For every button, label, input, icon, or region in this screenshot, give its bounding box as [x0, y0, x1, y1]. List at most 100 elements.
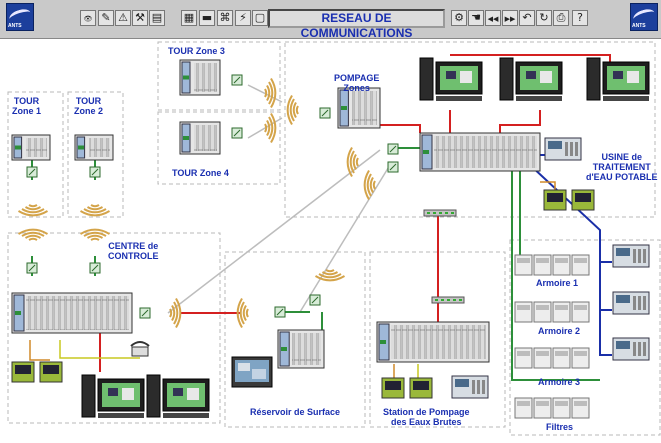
page-title: RESEAU DE COMMUNICATIONS	[268, 9, 445, 40]
view-eye-icon: 👁	[83, 15, 93, 23]
label-armoire-3: Armoire 3	[538, 377, 581, 387]
ethernet-hub-top	[423, 209, 457, 217]
antenna-tour-2	[79, 204, 111, 217]
help-button[interactable]: ?	[572, 10, 588, 26]
logo-text: ANTS	[632, 23, 646, 29]
hmi-screen-reservoir	[231, 356, 273, 388]
frame-icon: ▢	[254, 11, 266, 24]
scada-pc-2	[499, 57, 563, 101]
antenna-usine-2	[363, 169, 376, 201]
label-reservoir-surface: Réservoir de Surface	[250, 407, 341, 417]
operator-panel-station	[451, 375, 489, 399]
operator-pc-1	[81, 374, 145, 418]
antenna-centre-1	[17, 228, 49, 241]
plc-tour-zone-3	[179, 59, 221, 96]
label-armoire-2: Armoire 2	[538, 326, 581, 336]
print-icon: ⎙	[556, 11, 566, 24]
operator-pc-2	[146, 374, 210, 418]
company-logo-right: ANTS	[630, 3, 658, 31]
antenna-tour-4	[264, 112, 277, 144]
armoire-2-cabinets	[514, 301, 590, 323]
trend-chart-button[interactable]: ▦	[181, 10, 197, 26]
frame-button[interactable]: ▢	[252, 10, 268, 26]
alarm-warning-icon: ⚠	[118, 11, 128, 24]
operator-panel-armoire-1	[612, 244, 650, 268]
antenna-centre-link	[169, 297, 182, 329]
label-armoire-1: Armoire 1	[536, 278, 579, 288]
filtres-cabinets	[514, 397, 590, 419]
refresh-button[interactable]: ↻	[536, 10, 552, 26]
help-icon: ?	[577, 11, 583, 24]
tools-button[interactable]: ⚒	[132, 10, 148, 26]
antenna-centre-2	[79, 228, 111, 241]
radio-modem-9	[387, 161, 399, 173]
serial-cables	[29, 181, 556, 378]
network-diagram-svg	[7, 41, 661, 436]
gauge-bar-icon: ▬	[201, 11, 213, 24]
zone-boxes	[7, 41, 661, 436]
operator-panel-armoire-3	[612, 337, 650, 361]
io-block-usine-1	[543, 189, 567, 211]
alarm-warning-button[interactable]: ⚠	[115, 10, 131, 26]
return-icon: ↶	[522, 11, 532, 24]
radio-modem-10	[139, 307, 151, 319]
rewind-button[interactable]: ◀◀	[485, 10, 501, 26]
gauge-bar-button[interactable]: ▬	[199, 10, 215, 26]
plc-centre-controle	[11, 292, 133, 334]
io-block-usine-2	[571, 189, 595, 211]
radio-modem-11	[274, 306, 286, 318]
label-filtres: Filtres	[546, 422, 574, 432]
refresh-icon: ↻	[539, 11, 549, 24]
io-block-centre-1	[11, 361, 35, 383]
radio-modem-1	[26, 166, 38, 178]
plc-reservoir-surface	[277, 329, 325, 369]
logo-text: ANTS	[8, 23, 22, 29]
config-button[interactable]: ⚙	[451, 10, 467, 26]
document-button[interactable]: ▤	[149, 10, 165, 26]
trend-chart-icon: ▦	[183, 11, 195, 24]
network-icon: ⌘	[219, 11, 231, 24]
diagram-elements	[11, 57, 650, 419]
operator-panel-usine	[544, 137, 582, 161]
armoire-3-cabinets	[514, 347, 590, 369]
plc-central-usine	[419, 132, 541, 172]
radio-modem-4	[89, 262, 101, 274]
tools-icon: ⚒	[135, 11, 145, 24]
antenna-tour-1	[17, 204, 49, 217]
plc-tour-zone-2	[74, 134, 114, 161]
hand-button[interactable]: ☚	[468, 10, 484, 26]
view-eye-button[interactable]: 👁	[80, 10, 96, 26]
network-button[interactable]: ⌘	[217, 10, 233, 26]
telephone-icon	[130, 341, 150, 357]
config-icon: ⚙	[454, 11, 464, 24]
armoire-1-cabinets	[514, 254, 590, 276]
plc-tour-zone-4	[179, 121, 221, 155]
scada-pc-1	[419, 57, 483, 101]
return-button[interactable]: ↶	[519, 10, 535, 26]
radio-modem-12	[309, 294, 321, 306]
radio-modem-5	[231, 74, 243, 86]
electric-button[interactable]: ⚡	[235, 10, 251, 26]
fast-forward-icon: ▶▶	[504, 15, 516, 23]
radio-links	[167, 84, 391, 314]
label-tour-zone-4: TOUR Zone 4	[172, 168, 229, 178]
radio-modem-7	[319, 107, 331, 119]
print-button[interactable]: ⎙	[553, 10, 569, 26]
plc-tour-zone-1	[11, 134, 51, 161]
edit-pencil-button[interactable]: ✎	[98, 10, 114, 26]
radio-modem-3	[26, 262, 38, 274]
plc-pompage-zones	[337, 87, 381, 129]
fast-forward-button[interactable]: ▶▶	[502, 10, 518, 26]
io-block-station-1	[381, 377, 405, 399]
company-logo-left: ANTS	[6, 3, 34, 31]
antenna-pompage	[286, 94, 299, 126]
io-block-station-2	[409, 377, 433, 399]
electric-icon: ⚡	[239, 11, 247, 24]
